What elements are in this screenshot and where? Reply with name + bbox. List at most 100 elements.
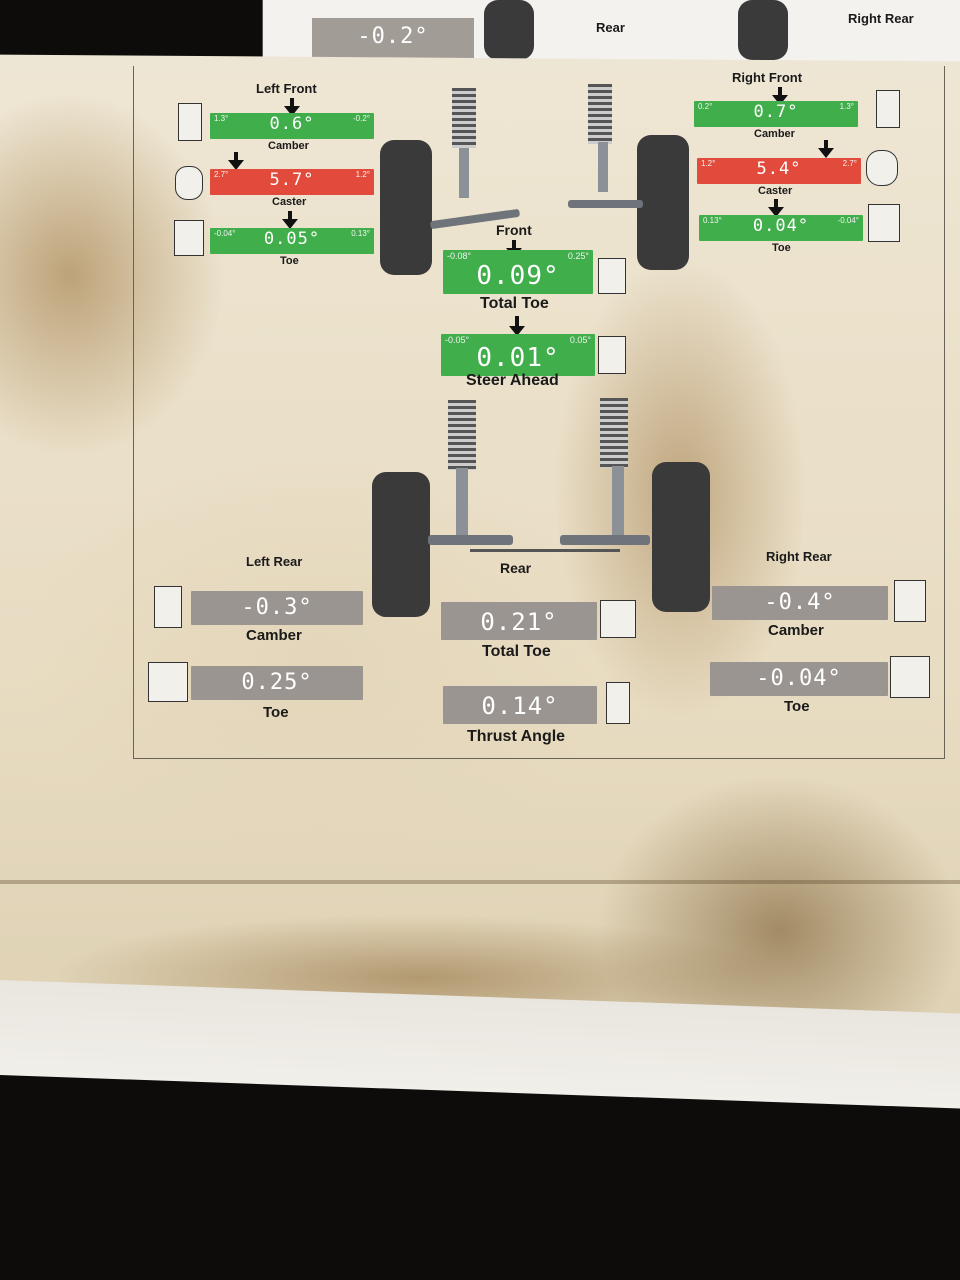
steer-ahead-min: -0.05° xyxy=(445,335,470,345)
front-left-tire xyxy=(380,140,432,275)
left-front-camber-value: 0.6° xyxy=(269,114,315,134)
steer-ahead-arrow xyxy=(509,316,525,336)
left-front-toe-value: 0.05° xyxy=(263,229,321,249)
right-front-camber-min: 0.2° xyxy=(698,102,713,111)
front-right-spring xyxy=(588,84,612,144)
right-front-toe-label: Toe xyxy=(772,242,791,254)
front-left-spring xyxy=(452,88,476,148)
left-rear-toe-label: Toe xyxy=(263,704,289,721)
right-front-title: Right Front xyxy=(732,70,803,85)
rear-left-tire xyxy=(372,472,430,617)
rear-tie-rod xyxy=(470,549,620,552)
top-right-rear-label: Right Rear xyxy=(848,11,914,26)
front-total-toe-gauge: -0.08° 0.25° 0.09° xyxy=(443,250,593,294)
left-front-camber-min: 1.3° xyxy=(214,114,229,123)
left-front-toe-label: Toe xyxy=(280,255,299,267)
right-rear-title: Right Rear xyxy=(766,549,832,564)
right-front-caster-min: 1.2° xyxy=(701,159,716,168)
steer-ahead-icon xyxy=(598,336,626,374)
right-front-camber-max: 1.3° xyxy=(839,102,854,111)
right-front-camber-value: 0.7° xyxy=(753,102,799,122)
right-front-caster-value: 5.4° xyxy=(756,159,802,179)
rear-total-toe-label: Total Toe xyxy=(482,643,551,660)
previous-page-border xyxy=(262,0,263,60)
left-front-toe-arrow xyxy=(282,211,298,229)
top-camber-value: -0.2° xyxy=(357,24,429,49)
right-rear-camber-value: -0.4° xyxy=(764,590,836,615)
left-front-caster-label: Caster xyxy=(272,196,307,208)
thrust-angle-gauge: 0.14° xyxy=(443,686,597,724)
rear-left-spring xyxy=(448,400,476,470)
left-front-caster-value: 5.7° xyxy=(269,170,315,190)
steer-ahead-label: Steer Ahead xyxy=(466,372,559,389)
toe-icon xyxy=(174,220,204,256)
rear-left-control-arm xyxy=(428,535,513,545)
toe-icon xyxy=(890,656,930,698)
left-rear-camber-gauge: -0.3° xyxy=(191,591,363,625)
left-front-camber-arrow xyxy=(284,98,300,116)
rear-center-title: Rear xyxy=(500,560,532,576)
left-rear-title: Left Rear xyxy=(246,554,303,569)
front-total-toe-max: 0.25° xyxy=(567,251,589,261)
front-total-toe-min: -0.08° xyxy=(447,251,472,261)
left-front-title: Left Front xyxy=(256,81,317,96)
thrust-angle-value: 0.14° xyxy=(481,692,559,720)
left-front-camber-gauge: 1.3° -0.2° 0.6° xyxy=(210,113,374,139)
right-front-camber-label: Camber xyxy=(754,128,795,140)
right-front-toe-value: 0.04° xyxy=(752,216,810,236)
rear-right-control-arm xyxy=(560,535,650,545)
right-rear-toe-label: Toe xyxy=(784,698,810,715)
right-rear-toe-gauge: -0.04° xyxy=(710,662,888,696)
rear-left-strut xyxy=(456,468,468,538)
paper-fold-crease xyxy=(0,880,960,884)
left-front-toe-min: -0.04° xyxy=(214,229,236,238)
steer-ahead-max: 0.05° xyxy=(569,335,591,345)
left-rear-camber-value: -0.3° xyxy=(241,595,313,620)
left-front-caster-max: 1.2° xyxy=(355,170,370,179)
caster-icon xyxy=(866,150,898,186)
right-front-toe-max: -0.04° xyxy=(837,216,859,225)
right-front-caster-gauge: 1.2° 2.7° 5.4° xyxy=(697,158,861,184)
right-front-toe-min: 0.13° xyxy=(703,216,722,225)
left-front-caster-gauge: 2.7° 1.2° 5.7° xyxy=(210,169,374,195)
total-toe-icon xyxy=(598,258,626,294)
right-front-caster-arrow xyxy=(818,140,834,158)
steer-ahead-value: 0.01° xyxy=(476,343,560,373)
left-front-camber-max: -0.2° xyxy=(353,114,370,123)
left-front-camber-label: Camber xyxy=(268,140,309,152)
left-rear-toe-value: 0.25° xyxy=(241,670,313,695)
front-left-strut xyxy=(459,148,469,198)
rear-right-spring xyxy=(600,398,628,468)
right-rear-toe-value: -0.04° xyxy=(756,666,842,691)
front-right-strut xyxy=(598,142,608,192)
steer-ahead-gauge: -0.05° 0.05° 0.01° xyxy=(441,334,595,376)
right-front-camber-gauge: 0.2° 1.3° 0.7° xyxy=(694,101,858,127)
report-border xyxy=(133,66,945,759)
camber-icon xyxy=(178,103,202,141)
toe-icon xyxy=(868,204,900,242)
rear-right-strut xyxy=(612,466,624,536)
toe-icon xyxy=(148,662,188,702)
left-front-toe-max: 0.13° xyxy=(351,229,370,238)
thrust-angle-icon xyxy=(606,682,630,724)
left-front-caster-arrow xyxy=(228,152,244,170)
front-right-tire xyxy=(637,135,689,270)
thrust-angle-label: Thrust Angle xyxy=(467,728,566,745)
rear-right-tire xyxy=(652,462,710,612)
top-rear-label: Rear xyxy=(596,20,625,35)
right-front-caster-max: 2.7° xyxy=(842,159,857,168)
right-front-caster-label: Caster xyxy=(758,185,793,197)
top-rear-left-tire xyxy=(484,0,534,60)
right-front-toe-gauge: 0.13° -0.04° 0.04° xyxy=(699,215,863,241)
front-total-toe-value: 0.09° xyxy=(476,261,560,291)
rear-total-toe-value: 0.21° xyxy=(480,608,558,636)
camber-icon xyxy=(894,580,926,622)
left-rear-toe-gauge: 0.25° xyxy=(191,666,363,700)
left-rear-camber-label: Camber xyxy=(246,627,302,644)
caster-icon xyxy=(175,166,203,200)
rear-total-toe-gauge: 0.21° xyxy=(441,602,597,640)
top-camber-gauge: -0.2° xyxy=(312,18,474,58)
top-rear-right-tire xyxy=(738,0,788,60)
right-rear-camber-label: Camber xyxy=(768,622,824,639)
left-front-toe-gauge: -0.04° 0.13° 0.05° xyxy=(210,228,374,254)
